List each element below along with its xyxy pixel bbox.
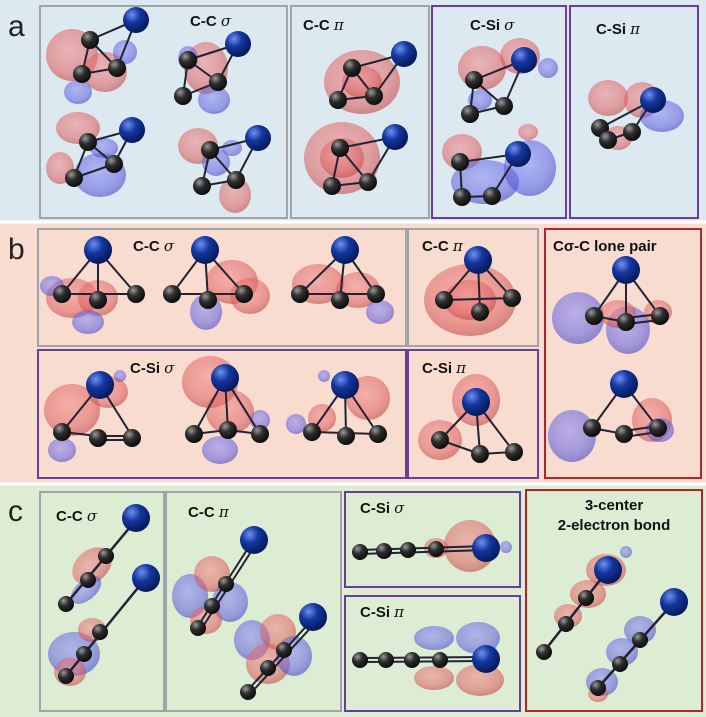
label-b-cc-pi: C-C π — [422, 237, 464, 255]
molecule — [585, 256, 669, 331]
label-a-cc-sigma: C-C σ — [190, 12, 232, 30]
molecule — [174, 31, 251, 105]
box-b-csi-sigma — [37, 349, 407, 479]
molecule — [303, 371, 387, 445]
label-b-csi-sigma: C-Si σ — [130, 359, 175, 377]
box-c-cc-sigma — [39, 491, 165, 712]
label-a-cc-pi: C-C π — [303, 16, 345, 34]
molecule — [193, 125, 271, 195]
label-c-3c2e-line1: 3-center — [585, 497, 644, 514]
label-a-csi-pi: C-Si π — [596, 20, 641, 38]
molecule — [431, 388, 523, 463]
molecule — [451, 47, 537, 206]
molecule — [65, 117, 145, 187]
box-a-cc-pi — [290, 5, 430, 219]
label-c-csi-sigma: C-Si σ — [360, 499, 405, 517]
label-a-csi-sigma: C-Si σ — [470, 16, 515, 34]
molecule — [323, 41, 417, 195]
molecule — [185, 364, 269, 443]
molecule — [53, 236, 145, 309]
panel-letter-b: b — [8, 233, 25, 266]
molecule — [190, 526, 327, 700]
box-c-cc-pi — [165, 491, 342, 712]
molecule — [58, 504, 160, 684]
box-a-cc-sigma — [39, 5, 288, 219]
box-b-lone-pair — [544, 228, 702, 479]
label-c-3c2e-line2: 2-electron bond — [558, 517, 671, 534]
panel-letter-c: c — [8, 495, 23, 528]
label-c-csi-pi: C-Si π — [360, 603, 405, 621]
molecule — [591, 87, 666, 149]
box-c-3c2e — [525, 489, 703, 712]
molecule — [73, 7, 149, 83]
molecule — [291, 236, 385, 309]
molecule — [352, 645, 500, 673]
molecule — [352, 534, 500, 562]
molecule — [163, 236, 253, 309]
box-c-csi-sigma — [344, 491, 521, 588]
molecule — [583, 370, 667, 443]
panel-b: C-C σ C-C π C-Si σ C-Si π Cσ-C lone pair — [37, 228, 702, 479]
label-b-cc-sigma: C-C σ — [133, 237, 175, 255]
panel-a: C-C σ C-C π C-Si σ C-Si π — [39, 5, 699, 219]
orbital-lobes — [414, 622, 504, 696]
molecule — [536, 556, 688, 696]
panel-c: C-C σ C-C π C-Si σ C-Si π 3-center 2-ele… — [39, 489, 703, 712]
label-b-csi-pi: C-Si π — [422, 359, 467, 377]
panel-letter-a: a — [8, 10, 25, 43]
label-b-lone-pair: Cσ-C lone pair — [553, 238, 657, 255]
box-b-csi-pi — [407, 349, 539, 479]
molecule — [435, 246, 521, 321]
label-c-cc-sigma: C-C σ — [56, 507, 98, 525]
box-c-csi-pi — [344, 595, 521, 712]
box-b-cc-sigma — [37, 228, 407, 347]
box-a-csi-pi — [569, 5, 699, 219]
molecule — [53, 371, 141, 447]
box-a-csi-sigma — [431, 5, 567, 219]
box-b-cc-pi — [407, 228, 539, 347]
label-c-cc-pi: C-C π — [188, 503, 230, 521]
